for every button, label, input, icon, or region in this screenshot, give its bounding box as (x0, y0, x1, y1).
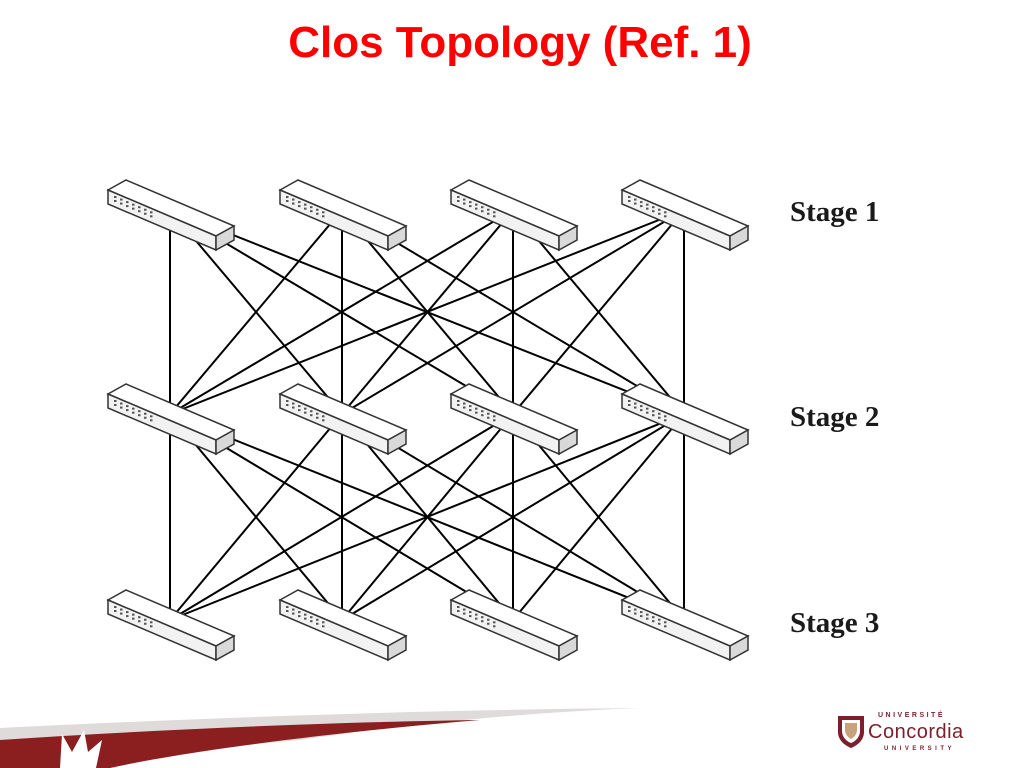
concordia-logo: UNIVERSITÉ Concordia UNIVERSITY (836, 710, 1006, 760)
link-line (512, 209, 685, 415)
switch-icon (106, 589, 236, 662)
shield-icon (838, 716, 864, 748)
switch-icon (620, 383, 750, 456)
link-line (169, 413, 343, 621)
link-line (169, 209, 685, 415)
switch-icon (278, 179, 408, 252)
switch-nodes (106, 179, 750, 662)
logo-bottom-text: UNIVERSITY (884, 746, 956, 752)
clos-topology-diagram (106, 179, 750, 662)
switch-icon (106, 383, 236, 456)
stage-2-label: Stage 2 (790, 401, 880, 433)
connection-lines (169, 209, 685, 621)
switch-icon (620, 179, 750, 252)
switch-icon (278, 589, 408, 662)
stage-1-label: Stage 1 (790, 196, 880, 228)
stage-3-label: Stage 3 (790, 607, 880, 639)
slide-title: Clos Topology (Ref. 1) (288, 18, 752, 67)
switch-icon (449, 179, 579, 252)
logo-top-text: UNIVERSITÉ (878, 712, 946, 719)
switch-icon (106, 179, 236, 252)
flame-icon (60, 730, 102, 768)
link-line (169, 413, 514, 621)
switch-icon (620, 589, 750, 662)
switch-icon (278, 383, 408, 456)
link-line (169, 209, 514, 415)
link-line (341, 209, 685, 415)
link-line (169, 209, 343, 415)
link-line (169, 413, 685, 621)
switch-icon (449, 589, 579, 662)
switch-icon (449, 383, 579, 456)
link-line (512, 413, 685, 621)
logo-main-text: Concordia (868, 721, 964, 743)
link-line (341, 413, 685, 621)
footer-swoosh (0, 708, 640, 768)
